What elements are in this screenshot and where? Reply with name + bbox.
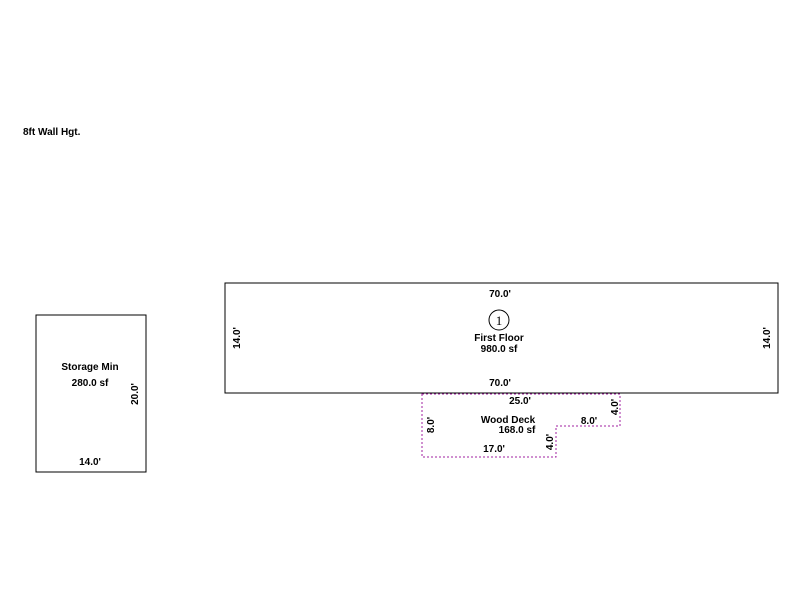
wood-deck-dim-right: 4.0' xyxy=(610,399,621,415)
wood-deck-dim-step-horizontal: 8.0' xyxy=(581,416,597,427)
wood-deck-name: Wood Deck xyxy=(481,415,536,426)
first-floor-dim-left: 14.0' xyxy=(232,327,243,349)
first-floor-dim-right: 14.0' xyxy=(762,327,773,349)
wall-height-note: 8ft Wall Hgt. xyxy=(23,127,81,138)
first-floor-name: First Floor xyxy=(474,333,524,344)
first-floor-marker-circle xyxy=(488,309,510,331)
first-floor-dim-top: 70.0' xyxy=(489,289,511,300)
wood-deck[interactable]: 25.0' Wood Deck 168.0 sf 8.0' 17.0' 8.0'… xyxy=(421,393,621,458)
wood-deck-dim-step-vertical: 4.0' xyxy=(545,434,556,450)
first-floor-dim-bottom: 70.0' xyxy=(489,378,511,389)
first-floor-room[interactable]: 70.0' 1 First Floor 980.0 sf 70.0' 14.0'… xyxy=(224,282,779,394)
wood-deck-dim-top: 25.0' xyxy=(509,396,531,407)
wood-deck-area: 168.0 sf xyxy=(499,425,536,436)
storage-room-name: Storage Min xyxy=(61,362,118,373)
storage-dim-bottom: 14.0' xyxy=(79,457,101,468)
wood-deck-dim-left: 8.0' xyxy=(426,417,437,433)
first-floor-marker-number: 1 xyxy=(496,313,503,328)
storage-room-area: 280.0 sf xyxy=(72,378,109,389)
storage-room[interactable]: Storage Min 280.0 sf 14.0' 20.0' xyxy=(35,314,147,473)
first-floor-outline xyxy=(224,282,779,394)
storage-room-outline xyxy=(35,314,147,473)
wood-deck-dim-bottom: 17.0' xyxy=(483,444,505,455)
storage-dim-right: 20.0' xyxy=(130,383,141,405)
wood-deck-outline xyxy=(421,393,621,458)
first-floor-area: 980.0 sf xyxy=(481,344,518,355)
